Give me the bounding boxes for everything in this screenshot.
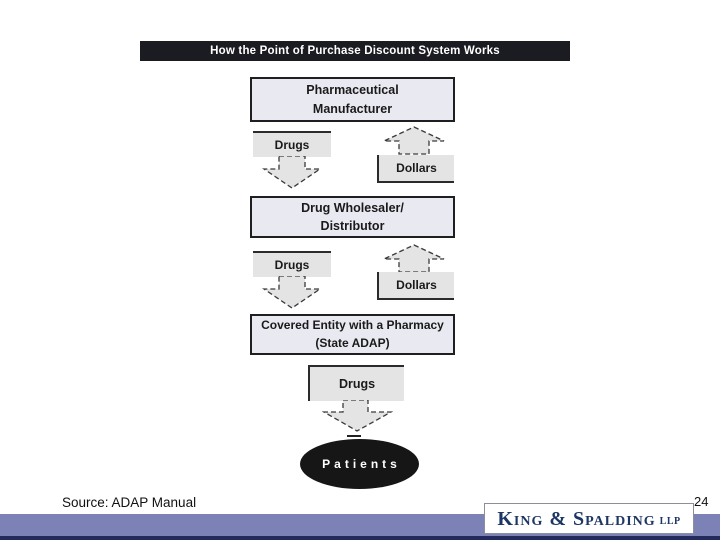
footer-accent-bar-edge (0, 536, 720, 540)
flow-label-drugs-2: Drugs (253, 251, 331, 277)
slide-title: How the Point of Purchase Discount Syste… (210, 45, 500, 57)
node-label-line: Manufacturer (312, 101, 393, 116)
flow-label-text: Drugs (274, 258, 310, 272)
down-arrow-icon (262, 276, 322, 309)
node-label-line: Pharmaceutical (306, 83, 399, 98)
node-label-line: Covered Entity with a Pharmacy (261, 318, 444, 333)
flow-label-text: Drugs (274, 138, 310, 152)
node-label-line: Patients (322, 457, 401, 471)
node-drug-wholesaler-distributor: Drug Wholesaler/ Distributor (250, 196, 455, 238)
king-and-spalding-logo: King & Spalding LLP (484, 503, 694, 534)
node-patients: Patients (300, 439, 419, 489)
page-number: 24 (694, 494, 709, 509)
node-label-line: Drug Wholesaler/ (301, 200, 404, 215)
flow-label-text: Dollars (396, 161, 437, 175)
node-label-line: (State ADAP) (315, 335, 390, 350)
node-covered-entity-state-adap: Covered Entity with a Pharmacy (State AD… (250, 314, 455, 355)
down-arrow-icon (262, 156, 322, 189)
flow-label-text: Drugs (338, 377, 376, 391)
slide-title-bar: How the Point of Purchase Discount Syste… (140, 41, 570, 61)
flow-label-text: Dollars (396, 278, 437, 292)
up-arrow-icon (383, 126, 445, 155)
flow-label-dollars-2: Dollars (377, 272, 454, 300)
up-arrow-icon (383, 244, 445, 273)
source-note: Source: ADAP Manual (62, 495, 197, 510)
flow-label-dollars-1: Dollars (377, 155, 454, 183)
node-pharmaceutical-manufacturer: Pharmaceutical Manufacturer (250, 77, 455, 122)
logo-name-text: King & Spalding (497, 507, 656, 530)
connector-line (347, 435, 361, 437)
node-label-line: Distributor (320, 219, 385, 233)
flow-label-drugs-1: Drugs (253, 131, 331, 157)
logo-suffix-text: LLP (659, 515, 681, 527)
flow-label-drugs-3: Drugs (308, 365, 404, 401)
down-arrow-icon (322, 400, 393, 432)
